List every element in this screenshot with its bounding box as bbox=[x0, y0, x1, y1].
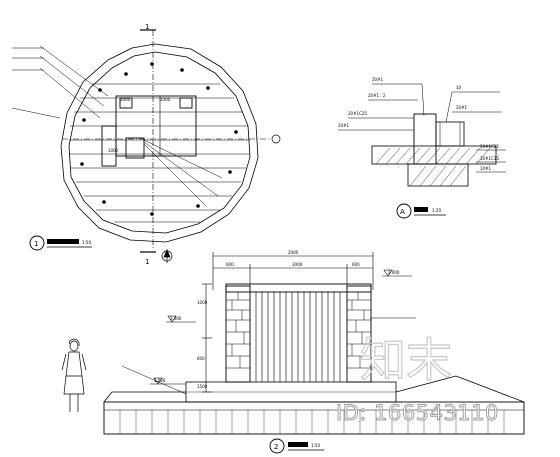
plan-title: 1 1:50 bbox=[29, 235, 92, 251]
detail-text: 20#1 20#1 : 2 20#1C25 20#1 10 20#1 20#1C… bbox=[338, 77, 499, 171]
plan-view bbox=[11, 29, 281, 263]
elev-dim-right: 600 bbox=[352, 262, 360, 267]
person-figure-icon bbox=[61, 338, 87, 412]
detail-note-right-2: 20#1 bbox=[456, 105, 467, 110]
watermark: 知末 ID: 166543110 bbox=[336, 332, 499, 425]
detail-note-right-1: 10 bbox=[456, 85, 462, 90]
plan-dim-3: 1000 bbox=[108, 148, 119, 153]
elev-dim-v3: 1500 bbox=[197, 384, 208, 389]
detail-title-scale: 1:20 bbox=[432, 208, 441, 213]
plan-title-scale: 1:50 bbox=[82, 240, 91, 245]
elev-base-hatch bbox=[119, 410, 505, 434]
watermark-id: ID: 166543110 bbox=[336, 401, 499, 425]
detail-title-letter: A bbox=[400, 208, 405, 216]
elevation-view bbox=[61, 252, 525, 435]
elev-dim-mid: 3000 bbox=[292, 262, 303, 267]
plan-bolts bbox=[80, 62, 238, 216]
plan-post-4 bbox=[125, 137, 145, 159]
elev-right-slope bbox=[395, 375, 525, 403]
plan-text: 1 1 2000 2000 1000 bbox=[108, 23, 171, 266]
elev-dim-v2: 600 bbox=[197, 356, 205, 361]
plan-section-label-top: 1 bbox=[145, 23, 149, 31]
elev-dim-total: 2000 bbox=[288, 250, 299, 255]
detail-note-top-4: 20#1 bbox=[338, 123, 349, 128]
plan-dim-1: 2000 bbox=[120, 97, 131, 102]
detail-section bbox=[338, 83, 506, 187]
elev-level-2: 1.000 bbox=[154, 378, 166, 383]
plan-post-1 bbox=[119, 97, 133, 109]
elev-level-1: 3.000 bbox=[170, 316, 182, 321]
detail-note-top-1: 20#1 bbox=[372, 77, 383, 82]
detail-note-right-4: 10#1C15 bbox=[480, 156, 499, 161]
detail-note-right-3: 20#1C25 bbox=[480, 144, 499, 149]
detail-base-block bbox=[407, 163, 469, 187]
elevation-text: 2000 600 3000 600 3.000 1.000 2.000 1000… bbox=[154, 250, 400, 389]
elev-leaders bbox=[121, 317, 416, 395]
elev-water-strands bbox=[255, 292, 341, 382]
elevation-title: 2 1:50 bbox=[269, 438, 324, 454]
elev-left-slope bbox=[103, 391, 186, 403]
plan-section-label-bottom: 1 bbox=[145, 258, 149, 266]
watermark-brand: 知末 bbox=[360, 333, 452, 387]
elev-level-3: 2.000 bbox=[388, 270, 400, 275]
detail-note-top-3: 20#1C25 bbox=[348, 111, 367, 116]
elev-dim-v1: 1000 bbox=[197, 300, 208, 305]
plan-dim-2: 2000 bbox=[160, 97, 171, 102]
plan-deck-boards bbox=[69, 83, 250, 223]
detail-channel bbox=[435, 121, 465, 147]
elev-stone-courses bbox=[226, 292, 371, 369]
elev-left-pillar bbox=[225, 285, 251, 383]
elev-title-number: 2 bbox=[274, 443, 278, 451]
detail-base-hatch bbox=[409, 165, 467, 187]
plan-outer-polygon bbox=[60, 43, 259, 243]
plan-right-bubble bbox=[271, 134, 281, 144]
detail-note-top-2: 20#1 : 2 bbox=[368, 93, 386, 98]
plan-post-2 bbox=[179, 97, 193, 109]
plan-post-3 bbox=[101, 125, 117, 167]
plan-title-number: 1 bbox=[34, 240, 38, 248]
detail-footing-hatch bbox=[375, 147, 491, 165]
compass-icon bbox=[161, 249, 173, 263]
elev-dim-left: 600 bbox=[226, 262, 234, 267]
plan-leaders bbox=[11, 45, 223, 207]
elev-top-beam bbox=[225, 283, 372, 293]
detail-title: A 1:20 bbox=[396, 203, 446, 219]
plan-inner-polygon bbox=[68, 51, 251, 234]
elev-title-scale: 1:50 bbox=[311, 443, 320, 448]
detail-note-right-5: 10#1 bbox=[480, 166, 491, 171]
detail-leaders bbox=[338, 83, 506, 173]
